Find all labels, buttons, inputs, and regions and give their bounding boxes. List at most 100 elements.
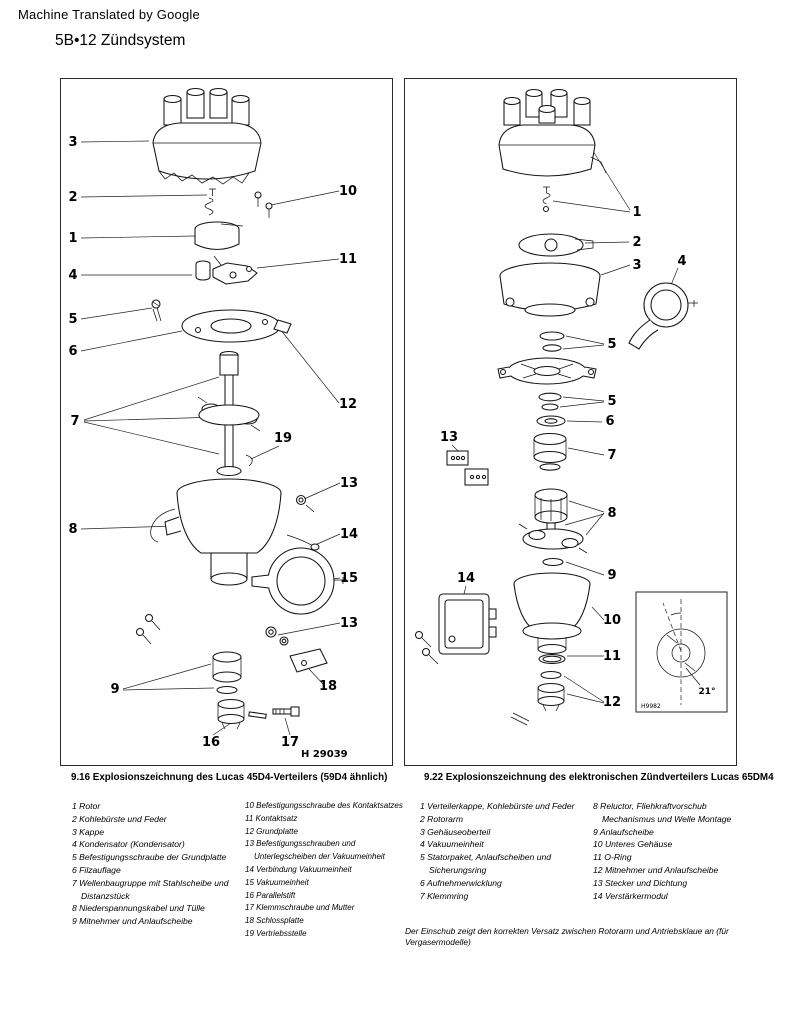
leader-lines bbox=[80, 140, 341, 736]
rotor-arm bbox=[518, 233, 594, 257]
callout-label: 12 bbox=[339, 397, 357, 412]
parts-column: 1 Rotor 2 Kohlebürste und Feder 3 Kappe … bbox=[72, 800, 235, 941]
callout-label: 4 bbox=[677, 254, 686, 269]
pickup-coil bbox=[536, 415, 566, 427]
thrust-washers-upper bbox=[539, 331, 565, 352]
inset-drawing-code: H9982 bbox=[641, 703, 661, 710]
footnote: Der Einschub zeigt den korrekten Versatz… bbox=[405, 926, 729, 947]
distributor-body bbox=[150, 478, 282, 586]
callout-label: 9 bbox=[607, 568, 616, 583]
thrust-washer bbox=[542, 557, 564, 567]
parallel-pin bbox=[248, 711, 267, 719]
distributor-cap bbox=[152, 87, 262, 185]
lower-housing bbox=[513, 572, 591, 655]
part-item: 5 Befestigungsschraube der Grundplatte bbox=[72, 852, 227, 863]
page-header: 5B•12 Zündsystem bbox=[55, 32, 186, 49]
part-item: 19 Vertriebsstelle bbox=[245, 928, 307, 938]
callout-label: 14 bbox=[340, 527, 358, 542]
translator-note: Machine Translated by Google bbox=[18, 7, 200, 22]
part-item: 7 Klemmring bbox=[420, 890, 469, 901]
part-item: 4 Vakuumeinheit bbox=[420, 839, 484, 850]
upper-housing bbox=[499, 262, 601, 317]
callout-label: 5 bbox=[607, 337, 616, 352]
part-item: 15 Vakuumeinheit bbox=[245, 877, 309, 887]
callout-label: 9 bbox=[110, 682, 119, 697]
circlip bbox=[245, 454, 253, 467]
shaft-assembly bbox=[197, 350, 261, 477]
part-item: 6 Aufnehmerwicklung bbox=[420, 877, 502, 888]
drawing-code: H 29039 bbox=[301, 749, 348, 760]
part-item: 5 Statorpaket, Anlaufscheiben und Sicher… bbox=[420, 852, 552, 875]
reluctor-and-advance-mechanism bbox=[518, 488, 588, 554]
figure-65dm4: 21° H9982 1 2 3 4 5 5 6 7 13 8 9 14 10 1… bbox=[404, 78, 737, 766]
figure-caption-45d4: 9.16 Explosionszeichnung des Lucas 45D4-… bbox=[71, 772, 388, 783]
vacuum-unit bbox=[628, 282, 698, 350]
part-item: 12 Grundplatte bbox=[245, 826, 298, 836]
contact-set-and-condenser bbox=[195, 255, 258, 285]
callout-label: 5 bbox=[607, 394, 616, 409]
part-item: 6 Filzauflage bbox=[72, 864, 121, 875]
callout-label: 7 bbox=[70, 414, 79, 429]
module-screws bbox=[414, 630, 439, 665]
exploded-diagram-45d4: 3 2 10 1 4 11 5 6 12 7 19 13 8 14 15 13 … bbox=[68, 87, 358, 760]
thrust-washers-lower bbox=[538, 392, 562, 411]
roll-pin bbox=[510, 712, 530, 726]
callout-label: 10 bbox=[339, 184, 357, 199]
drive-collar bbox=[212, 651, 242, 695]
part-item: 11 O-Ring bbox=[593, 852, 632, 863]
callout-label: 13 bbox=[440, 430, 458, 445]
part-item: 14 Verstärkermodul bbox=[593, 890, 668, 901]
callout-label: 8 bbox=[68, 522, 77, 537]
callout-label: 6 bbox=[68, 344, 77, 359]
distributor-cap bbox=[498, 88, 607, 177]
part-item: 3 Gehäuseoberteil bbox=[420, 826, 491, 837]
carbon-brush-and-spring bbox=[204, 188, 216, 216]
callout-label: 19 bbox=[274, 431, 292, 446]
callout-label: 7 bbox=[607, 448, 616, 463]
lock-plate bbox=[289, 648, 328, 673]
part-item: 16 Parallelstift bbox=[245, 890, 296, 900]
callout-label: 2 bbox=[68, 190, 77, 205]
inset-drive-dog-drawing bbox=[656, 612, 706, 686]
callout-label: 8 bbox=[607, 506, 616, 521]
callout-label: 16 bbox=[202, 735, 220, 750]
callout-label: 15 bbox=[340, 571, 358, 586]
callout-label: 3 bbox=[632, 258, 641, 273]
callout-label: 3 bbox=[68, 135, 77, 150]
part-item: 8 Niederspannungskabel und Tülle bbox=[72, 903, 205, 914]
baseplate-screw bbox=[151, 299, 162, 322]
part-item: 9 Anlaufscheibe bbox=[593, 826, 654, 837]
part-item: 3 Kappe bbox=[72, 826, 105, 837]
vacuum-unit bbox=[251, 547, 347, 615]
callout-label: 18 bbox=[319, 679, 337, 694]
parts-column: 10 Befestigungsschraube des Kontaktsatze… bbox=[245, 800, 410, 941]
vacuum-screw-upper bbox=[295, 494, 315, 513]
part-item: 9 Mitnehmer und Anlaufscheibe bbox=[72, 916, 193, 927]
part-item: 10 Befestigungsschraube des Kontaktsatze… bbox=[245, 801, 403, 810]
stator-pack bbox=[497, 357, 597, 385]
inset-angle-label: 21° bbox=[698, 687, 715, 697]
callout-label: 5 bbox=[68, 312, 77, 327]
callout-label: 13 bbox=[340, 476, 358, 491]
part-item: 4 Kondensator (Kondensator) bbox=[72, 839, 185, 850]
part-item: 8 Reluctor, Fliehkraftvorschub Mechanism… bbox=[593, 801, 732, 824]
drive-dog-and-washer bbox=[537, 670, 565, 712]
o-ring bbox=[538, 653, 566, 665]
base-plate bbox=[181, 309, 292, 343]
callout-label: 17 bbox=[281, 735, 299, 750]
figure-caption-65dm4: 9.22 Explosionszeichnung des elektronisc… bbox=[424, 772, 774, 783]
callout-label: 1 bbox=[632, 205, 641, 220]
callout-label: 11 bbox=[603, 649, 621, 664]
carbon-brush-and-spring bbox=[542, 186, 551, 213]
parts-list-65dm4: 1 Verteilerkappe, Kohlebürste und Feder … bbox=[420, 800, 743, 902]
part-item: 2 Kohlebürste und Feder bbox=[72, 813, 167, 824]
drive-dog bbox=[217, 698, 245, 730]
part-item: 1 Rotor bbox=[72, 801, 101, 811]
callout-label: 6 bbox=[605, 414, 614, 429]
callout-label: 12 bbox=[603, 695, 621, 710]
part-item: 11 Kontaktsatz bbox=[245, 813, 298, 823]
vacuum-link bbox=[286, 534, 320, 551]
callout-label: 14 bbox=[457, 571, 475, 586]
part-item: 10 Unteres Gehäuse bbox=[593, 839, 673, 850]
